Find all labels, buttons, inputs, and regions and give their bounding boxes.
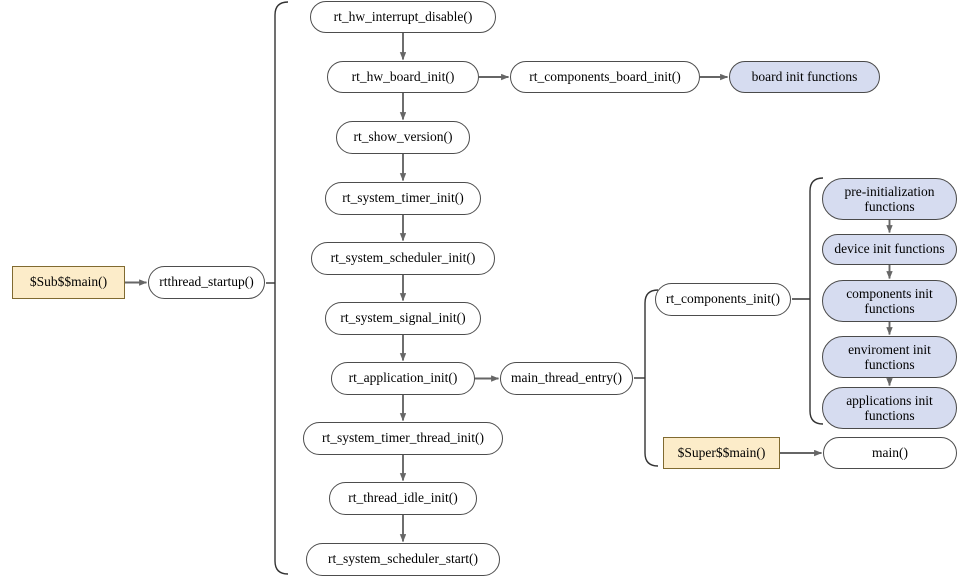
node-sub_main[interactable]: $Sub$$main() — [12, 266, 125, 299]
brace-startup-brace — [274, 1, 289, 575]
node-label: rt_show_version() — [353, 129, 453, 145]
node-rt_components_init[interactable]: rt_components_init() — [655, 283, 791, 316]
node-label: rt_hw_interrupt_disable() — [333, 8, 473, 24]
node-rt_system_timer_thread_init[interactable]: rt_system_timer_thread_init() — [303, 422, 503, 455]
node-components_init[interactable]: components init functions — [822, 280, 957, 322]
node-label: rt_hw_board_init() — [351, 68, 455, 84]
node-rt_system_scheduler_start[interactable]: rt_system_scheduler_start() — [306, 543, 500, 576]
node-label: applications init functions — [846, 392, 933, 423]
node-label: rt_system_scheduler_start() — [328, 551, 478, 567]
node-label: rtthread_startup() — [159, 274, 254, 290]
node-label: components init functions — [846, 285, 933, 316]
node-device_init[interactable]: device init functions — [822, 234, 957, 265]
node-rt_hw_board_init[interactable]: rt_hw_board_init() — [327, 61, 479, 93]
node-label: pre-initialization functions — [844, 183, 935, 214]
node-label: rt_thread_idle_init() — [348, 490, 458, 506]
node-rt_application_init[interactable]: rt_application_init() — [331, 362, 475, 395]
node-label: $Super$$main() — [677, 444, 766, 460]
node-enviroment_init[interactable]: enviroment init functions — [822, 336, 957, 378]
node-rt_system_timer_init[interactable]: rt_system_timer_init() — [325, 182, 481, 215]
node-rt_thread_idle_init[interactable]: rt_thread_idle_init() — [329, 482, 477, 515]
node-label: rt_components_board_init() — [529, 68, 681, 84]
node-label: rt_system_timer_thread_init() — [322, 430, 484, 446]
node-label: rt_system_scheduler_init() — [330, 250, 476, 266]
node-label: main_thread_entry() — [511, 370, 622, 386]
node-rt_system_scheduler_init[interactable]: rt_system_scheduler_init() — [311, 242, 495, 275]
node-main_fn[interactable]: main() — [823, 437, 957, 469]
node-label: rt_system_timer_init() — [342, 190, 464, 206]
node-label: rt_components_init() — [666, 291, 780, 307]
node-label: device init functions — [834, 241, 945, 257]
brace-thread-entry-brace — [644, 289, 659, 467]
node-board_init_functions[interactable]: board init functions — [729, 61, 880, 93]
node-rtthread_startup[interactable]: rtthread_startup() — [148, 266, 265, 299]
node-applications_init[interactable]: applications init functions — [822, 387, 957, 429]
node-rt_system_signal_init[interactable]: rt_system_signal_init() — [325, 302, 481, 335]
node-label: rt_application_init() — [348, 370, 458, 386]
node-rt_show_version[interactable]: rt_show_version() — [336, 121, 470, 154]
node-label: board init functions — [751, 68, 858, 84]
node-pre_initialization[interactable]: pre-initialization functions — [822, 178, 957, 220]
node-rt_hw_interrupt_disable[interactable]: rt_hw_interrupt_disable() — [310, 1, 496, 33]
node-label: rt_system_signal_init() — [340, 310, 466, 326]
node-rt_components_board_init[interactable]: rt_components_board_init() — [510, 61, 700, 93]
node-label: main() — [872, 444, 908, 460]
node-super_main[interactable]: $Super$$main() — [663, 437, 780, 469]
node-label: enviroment init functions — [848, 341, 931, 372]
node-label: $Sub$$main() — [29, 274, 108, 290]
node-main_thread_entry[interactable]: main_thread_entry() — [500, 362, 633, 395]
